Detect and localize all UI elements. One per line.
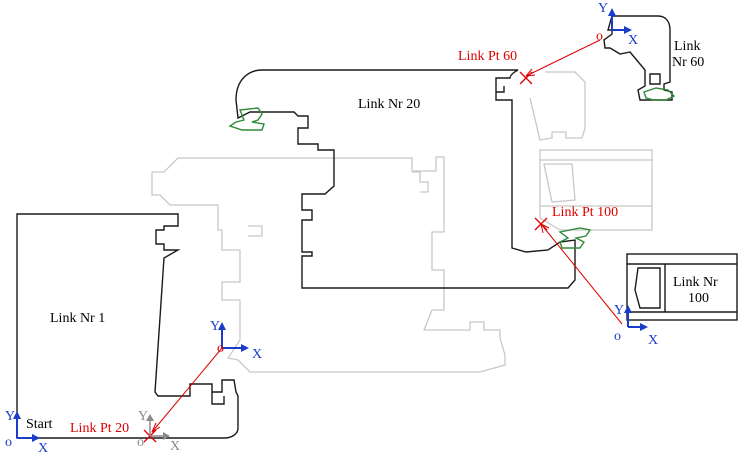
cross-marker-group: [143, 71, 548, 443]
link100-frame: [626, 253, 738, 321]
axis-letter-start-y: Y: [5, 409, 15, 424]
link-arrow-group: [151, 39, 623, 433]
ghost-profile-right: [529, 71, 586, 141]
axes-link60: [608, 8, 632, 34]
axis-letter-link60-origin: o: [596, 29, 603, 44]
seal-link20: [228, 107, 265, 131]
link20-profile-group: [235, 69, 576, 289]
axis-letter-link60-y: Y: [598, 1, 608, 16]
axis-letter-start-origin: o: [5, 435, 12, 450]
ghost-profile-left: [151, 156, 506, 373]
axis-letter-start-x: X: [38, 441, 48, 455]
axis-letter-link1-origin: o: [217, 341, 224, 356]
axis-letter-pt20-origin: o: [137, 435, 144, 450]
ghost-frame-slot: [539, 149, 653, 231]
link100-glass-bead: [634, 267, 661, 309]
axis-letter-link100-origin: o: [614, 329, 621, 344]
axes-link1: [218, 322, 249, 352]
ghost-notch-2: [248, 225, 263, 237]
label-link60-line1: Link: [674, 39, 700, 54]
axis-letter-link100-x: X: [648, 333, 658, 348]
label-start: Start: [26, 417, 53, 432]
axis-link100-x-head: [640, 323, 648, 331]
axis-link1-y-head: [218, 322, 226, 330]
link20-profile: [235, 69, 576, 289]
axis-link100-y-head: [624, 305, 632, 313]
label-link20: Link Nr 20: [358, 97, 420, 112]
axis-link60-y-head: [608, 8, 616, 16]
link100-frame-group: [626, 253, 738, 321]
axis-link1-x-head: [241, 344, 249, 352]
link1-profile-group: [16, 213, 239, 439]
seal-link100: [558, 227, 592, 249]
arrow-link-pt20: [151, 347, 223, 433]
cross-link-pt60: [519, 71, 533, 85]
link60-profile: [603, 15, 673, 101]
arrowhead-link-pt20: [151, 422, 161, 433]
axis-letter-link1-x: X: [252, 347, 262, 362]
axis-letter-link1-y: Y: [210, 319, 220, 334]
arrow-link-pt100: [540, 223, 623, 325]
ghost-profile-group: [151, 71, 653, 373]
axis-pt20-y-head: [146, 414, 154, 421]
axes-link-pt20: [146, 414, 170, 440]
axis-letter-link60-x: X: [628, 33, 638, 48]
cross-link-pt100: [534, 217, 548, 231]
label-link100-line1: Link Nr: [673, 275, 718, 290]
link60-notch: [649, 73, 661, 85]
link60-profile-group: [603, 15, 673, 101]
label-link100-line2: 100: [688, 291, 709, 306]
axes-link100: [624, 305, 648, 331]
axis-link60-x-head: [624, 26, 632, 34]
label-link-pt20: Link Pt 20: [70, 421, 129, 436]
link1-profile: [16, 213, 239, 439]
axis-start-x-head: [32, 434, 40, 442]
ghost-notch-1: [412, 171, 429, 193]
link1-notch: [211, 392, 225, 405]
seal-group: [228, 87, 676, 249]
axis-pt20-x-head: [163, 432, 170, 440]
seal-link60: [643, 87, 676, 101]
axes-start: [13, 411, 40, 442]
label-link1: Link Nr 1: [50, 311, 105, 326]
label-link-pt60: Link Pt 60: [458, 49, 517, 64]
label-link-pt100: Link Pt 100: [552, 205, 618, 220]
link20-hook: [496, 86, 505, 93]
axis-start-y-head: [13, 411, 21, 419]
arrow-link-pt60: [525, 39, 601, 77]
axis-letter-link100-y: Y: [614, 303, 624, 318]
axis-letter-pt20-x: X: [170, 439, 180, 454]
axis-letter-pt20-y: Y: [138, 409, 148, 424]
label-link60-line2: Nr 60: [672, 55, 704, 70]
